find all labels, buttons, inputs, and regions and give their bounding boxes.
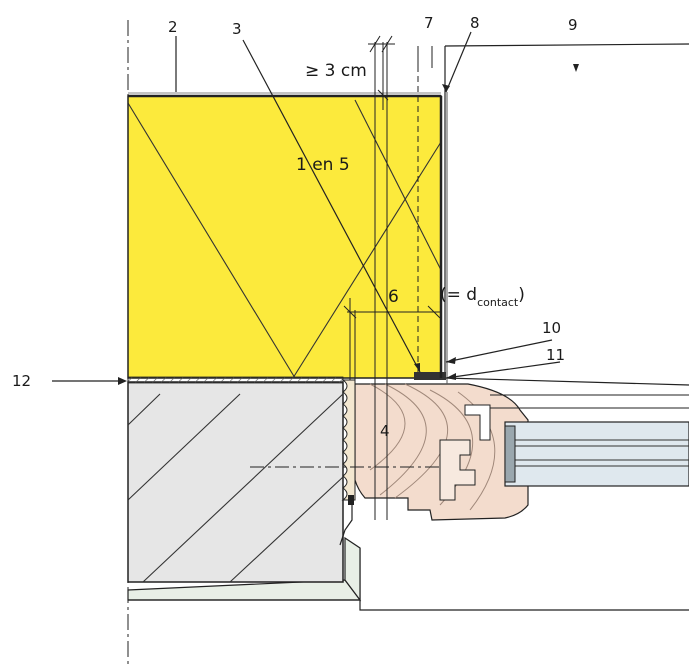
- reference-lines: [127, 20, 441, 666]
- label-3: 3: [232, 20, 242, 38]
- insulation-block: [127, 92, 442, 379]
- leader-arrowheads: [118, 64, 579, 385]
- label-2: 2: [168, 18, 178, 36]
- glazing: [490, 394, 689, 487]
- label-12: 12: [12, 372, 31, 390]
- label-11: 11: [546, 346, 565, 364]
- adhesive-layer: [127, 376, 344, 384]
- d-sub: contact: [477, 296, 519, 309]
- label-10: 10: [542, 319, 561, 337]
- slope-note: 1 en 5: [296, 155, 350, 175]
- label-6: 6: [388, 287, 399, 307]
- label-7: 7: [424, 14, 434, 32]
- wood-frame: [354, 383, 529, 521]
- d-contact-note: (= dcontact): [440, 285, 525, 309]
- label-9: 9: [568, 16, 578, 34]
- leader-lines: [52, 31, 561, 382]
- label-4: 4: [380, 422, 390, 440]
- masonry-block: [127, 381, 344, 583]
- d-close: ): [518, 285, 525, 305]
- membranes: [414, 92, 448, 384]
- d-open: (= d: [440, 285, 477, 305]
- label-8: 8: [470, 14, 480, 32]
- sealing-profile: [339, 379, 356, 546]
- min-gap-note: ≥ 3 cm: [305, 61, 367, 81]
